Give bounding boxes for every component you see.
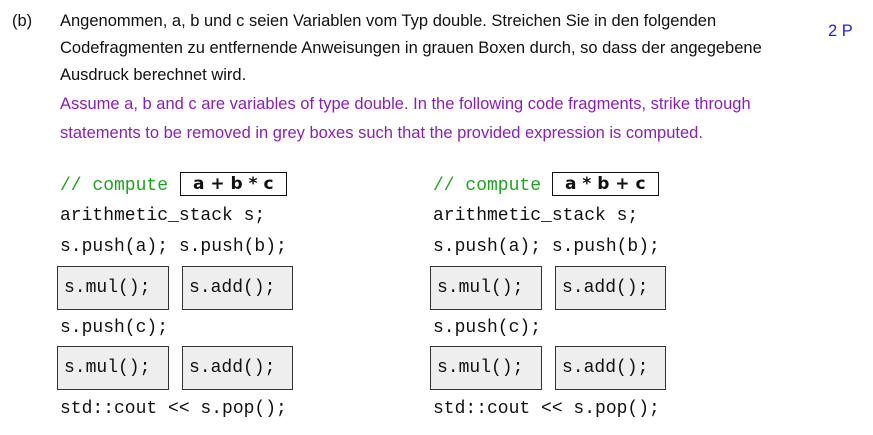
- code-line: s.push(a); s.push(b);: [60, 237, 287, 257]
- expression-box: a + b * c: [180, 172, 287, 196]
- code-comment: // compute: [60, 176, 169, 196]
- code-line: s.push(c);: [60, 318, 169, 338]
- code-comment: // compute: [433, 176, 542, 196]
- strike-box[interactable]: s.add();: [182, 346, 293, 390]
- strike-box[interactable]: s.add();: [555, 266, 666, 310]
- english-line: Assume a, b and c are variables of type …: [60, 95, 751, 113]
- german-line: Codefragmenten zu entfernende Anweisunge…: [60, 39, 762, 57]
- strike-box[interactable]: s.add();: [555, 346, 666, 390]
- strike-box[interactable]: s.mul();: [57, 346, 169, 390]
- code-line: std::cout << s.pop();: [433, 399, 660, 419]
- code-line: arithmetic_stack s;: [433, 206, 639, 226]
- points-label: 2 P: [828, 22, 853, 40]
- expression-box: a * b + c: [552, 172, 659, 196]
- code-line: s.push(a); s.push(b);: [433, 237, 660, 257]
- german-line: Ausdruck berechnet wird.: [60, 66, 247, 84]
- strike-box[interactable]: s.mul();: [430, 266, 542, 310]
- code-line: std::cout << s.pop();: [60, 399, 287, 419]
- part-label: (b): [12, 12, 33, 30]
- strike-box[interactable]: s.mul();: [57, 266, 169, 310]
- strike-box[interactable]: s.mul();: [430, 346, 542, 390]
- code-line: arithmetic_stack s;: [60, 206, 266, 226]
- german-line: Angenommen, a, b und c seien Variablen v…: [60, 12, 717, 30]
- strike-box[interactable]: s.add();: [182, 266, 293, 310]
- english-line: statements to be removed in grey boxes s…: [60, 124, 703, 142]
- code-line: s.push(c);: [433, 318, 542, 338]
